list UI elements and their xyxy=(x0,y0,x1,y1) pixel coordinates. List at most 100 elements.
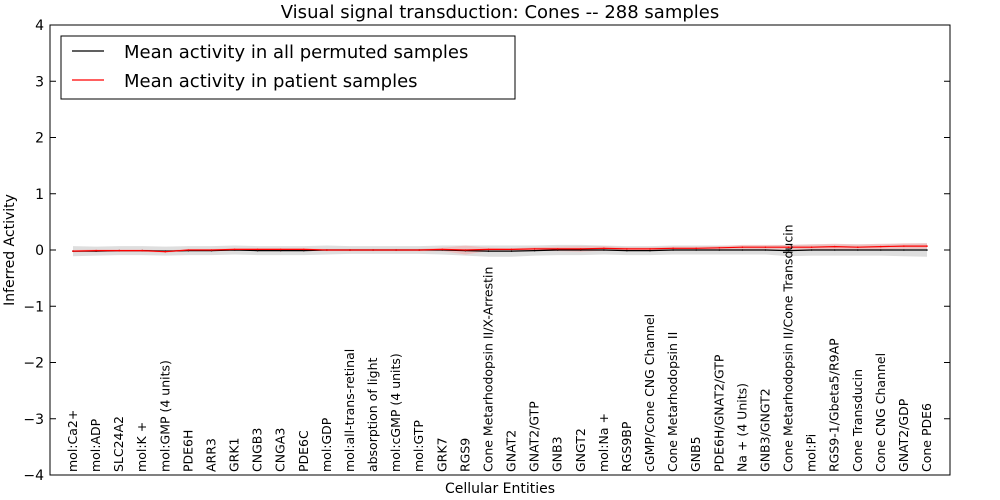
data-point xyxy=(256,248,259,251)
data-point xyxy=(857,246,859,248)
x-tick-label: mol:cGMP (4 units) xyxy=(388,353,403,472)
data-point xyxy=(833,249,836,251)
x-tick-label: GNAT2 xyxy=(504,430,519,472)
x-tick-label: mol:GMP (4 units) xyxy=(157,360,172,472)
data-point xyxy=(764,249,767,251)
y-axis-label: Inferred Activity xyxy=(2,194,18,306)
x-tick-label: Cone Metarhodopsin II xyxy=(665,332,680,472)
x-tick-label: mol:Na + xyxy=(596,413,611,472)
x-tick-label: Cone Transducin xyxy=(850,369,865,472)
x-tick-label: GNB3/GNGT2 xyxy=(757,388,772,472)
x-tick-label: GNGT2 xyxy=(573,428,588,472)
data-point xyxy=(187,249,190,251)
data-point xyxy=(649,249,651,252)
data-point xyxy=(903,249,905,251)
data-point xyxy=(580,249,582,251)
data-point xyxy=(926,245,928,247)
data-point xyxy=(303,249,305,252)
x-tick-label: PDE6C xyxy=(296,430,311,472)
data-point xyxy=(279,248,282,251)
data-point xyxy=(233,248,236,251)
x-tick-label: CNGA3 xyxy=(273,428,288,472)
x-tick-label: GRK1 xyxy=(227,438,242,473)
y-tick-label: −3 xyxy=(23,412,44,428)
data-point xyxy=(349,249,351,251)
x-tick-label: absorption of light xyxy=(365,357,380,472)
data-point xyxy=(857,249,859,251)
x-axis-label: Cellular Entities xyxy=(445,481,555,497)
data-point xyxy=(533,248,536,250)
x-tick-label: mol:Pi xyxy=(804,434,819,472)
data-point xyxy=(556,248,559,250)
data-point xyxy=(580,248,582,250)
legend: Mean activity in all permuted samples Me… xyxy=(60,35,516,100)
x-tick-label: Cone CNG Channel xyxy=(873,353,888,472)
legend-label-patient: Mean activity in patient samples xyxy=(124,71,418,92)
x-tick-label: mol:GTP xyxy=(411,420,426,472)
data-point xyxy=(487,248,490,251)
x-tick-label: RGS9-1/Gbeta5/R9AP xyxy=(827,338,842,472)
x-tick-label: cGMP/Cone CNG Channel xyxy=(642,314,657,472)
y-tick-label: 4 xyxy=(35,18,44,34)
x-tick-label: GRK7 xyxy=(434,437,449,472)
x-tick-label: GNB3 xyxy=(550,436,565,472)
data-point xyxy=(603,249,605,251)
x-tick-label: mol:all-trans-retinal xyxy=(342,349,357,472)
data-point xyxy=(695,249,697,251)
data-point xyxy=(672,247,674,250)
data-point xyxy=(464,249,467,251)
x-tick-label: GNAT2/GDP xyxy=(896,398,911,472)
data-point xyxy=(487,250,490,252)
x-tick-label: mol:K + xyxy=(134,422,149,472)
data-point xyxy=(603,247,605,250)
legend-label-permuted: Mean activity in all permuted samples xyxy=(124,42,468,63)
series-line-patient xyxy=(72,245,927,253)
x-tick-label: GNB5 xyxy=(688,436,703,472)
data-point xyxy=(556,249,559,251)
data-point xyxy=(880,249,882,251)
data-point xyxy=(510,250,513,252)
x-tick-label: mol:Ca2+ xyxy=(65,410,80,472)
data-point xyxy=(533,249,536,252)
x-tick-label: SLC24A2 xyxy=(111,416,126,472)
x-tick-label: CNGB3 xyxy=(250,428,265,472)
data-point xyxy=(695,247,697,250)
y-tick-label: −4 xyxy=(23,468,44,484)
x-tick-label: Cone Metarhodopsin II/Cone Transducin xyxy=(781,224,796,472)
data-point xyxy=(395,249,397,251)
y-tick-label: 3 xyxy=(35,74,44,90)
series-lines xyxy=(72,245,928,253)
data-point xyxy=(326,249,328,251)
data-point xyxy=(741,246,744,248)
data-point xyxy=(441,248,444,251)
plot-frame xyxy=(49,24,951,476)
data-point xyxy=(903,245,905,247)
data-point xyxy=(833,245,836,248)
y-tick-label: 1 xyxy=(35,187,44,203)
data-point xyxy=(787,249,790,252)
x-tick-label: PDE6H xyxy=(180,430,195,472)
data-point xyxy=(764,246,767,248)
x-tick-label: PDE6H/GNAT2/GTP xyxy=(711,354,726,472)
x-tick-label: mol:GDP xyxy=(319,417,334,472)
data-point xyxy=(418,249,421,251)
x-tick-label: Cone PDE6 xyxy=(919,403,934,472)
data-point xyxy=(372,249,374,251)
data-point xyxy=(72,250,74,252)
x-tick-label: mol:ADP xyxy=(88,418,103,472)
x-tick-labels: mol:Ca2+ mol:ADP SLC24A2 mol:K + mol:GMP (4 … xyxy=(65,224,934,472)
x-tick-label: Na + (4 Units) xyxy=(734,383,749,472)
data-point xyxy=(303,248,305,251)
data-point xyxy=(118,249,120,252)
data-point xyxy=(787,246,790,248)
data-point xyxy=(256,249,259,252)
y-tick-label: 2 xyxy=(35,131,44,147)
data-point xyxy=(926,249,928,251)
data-point xyxy=(741,249,744,251)
x-tick-label: RGS9BP xyxy=(619,421,634,472)
data-point xyxy=(510,248,513,251)
y-tick-label: 0 xyxy=(35,243,44,259)
data-point xyxy=(718,249,721,251)
data-point xyxy=(626,249,628,252)
